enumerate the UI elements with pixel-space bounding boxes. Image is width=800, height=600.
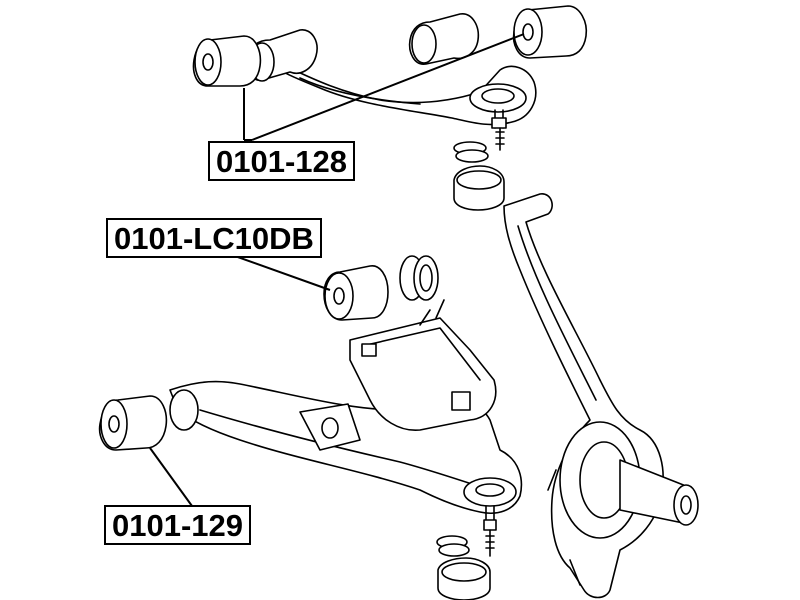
leader-line-129 [149,447,193,507]
upper-bushing-right [512,5,588,59]
part-number-upper-arm-bushing: 0101-128 [208,141,356,181]
part-number-lower-arm-rear-bushing: 0101-129 [104,505,252,545]
upper-control-arm [246,13,537,151]
lower-bushing-spring-ring [399,255,439,301]
lower-ball-joint-boot [436,535,491,600]
lower-bushing-rear [98,395,168,451]
lower-bushing-front [323,265,389,321]
lower-control-arm [169,299,523,557]
part-number-lower-arm-front-bushing: 0101-LC10DB [106,218,322,258]
steering-knuckle [503,193,699,599]
leader-line-128 [243,33,525,141]
upper-ball-joint-boot [453,141,505,211]
upper-bushing-left [192,35,262,87]
